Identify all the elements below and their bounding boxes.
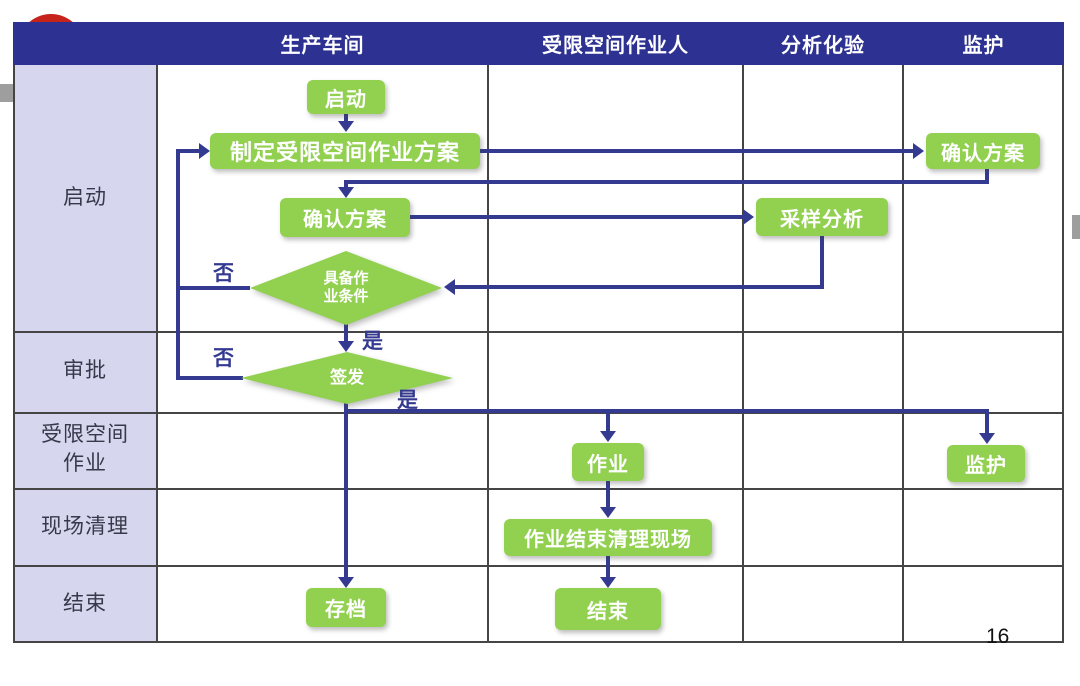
connector-yes-to-work: [606, 409, 610, 432]
connector-condition-sign: [344, 324, 348, 342]
arrowhead: [600, 431, 616, 442]
connector-sign-yes-horizontal: [346, 409, 989, 413]
arrowhead: [199, 143, 210, 159]
phase-label-approval: 审批: [63, 358, 107, 382]
right-edge-tab: [1072, 215, 1080, 239]
grid-row-2: [13, 412, 1064, 414]
decision-condition-check: 具备作 业条件: [250, 251, 442, 325]
arrowhead: [743, 209, 754, 225]
flow-node-work: 作业: [572, 443, 644, 481]
decision-sign-off: 签发: [241, 352, 453, 404]
connector-sampling-condition: [455, 285, 824, 289]
decision-condition-label: 具备作 业条件: [323, 270, 369, 305]
flow-node-end: 结束: [555, 588, 661, 630]
grid-col-1: [156, 65, 158, 643]
connector-confirmworkshop-sampling: [410, 215, 743, 219]
branch-label-condition-no: 否: [213, 262, 234, 285]
diamond-shape: [241, 352, 453, 404]
phase-column: [13, 65, 157, 643]
arrowhead: [600, 507, 616, 518]
arrowhead: [338, 341, 354, 352]
connector-condition-no: [180, 286, 250, 290]
phase-label-cleanup: 现场清理: [41, 515, 129, 539]
connector-no-loop-to-plan: [180, 149, 199, 153]
column-header-worker: 受限空间作业人: [542, 35, 689, 57]
flow-node-sampling: 采样分析: [756, 198, 888, 236]
arrowhead: [913, 143, 924, 159]
column-header-analysis: 分析化验: [781, 35, 865, 57]
phase-label-work: 受限空间 作业: [41, 423, 129, 475]
grid-col-3: [742, 65, 744, 643]
phase-label-end: 结束: [63, 592, 107, 616]
flow-node-plan: 制定受限空间作业方案: [210, 133, 480, 169]
connector-cleanup-end: [606, 556, 610, 578]
connector-into-confirmworkshop: [344, 180, 348, 188]
grid-row-3: [13, 488, 1064, 490]
flow-node-archive: 存档: [306, 588, 386, 627]
connector-work-cleanup: [606, 481, 610, 509]
column-header-monitor: 监护: [962, 35, 1005, 57]
arrowhead: [600, 577, 616, 588]
connector-sign-no: [180, 376, 243, 380]
connector-sampling-down: [820, 236, 824, 289]
flow-node-confirm-monitor: 确认方案: [926, 133, 1040, 169]
connector-confirmmonitor-back: [346, 180, 989, 184]
arrowhead: [979, 433, 995, 444]
connector-plan-confirmmonitor: [480, 149, 913, 153]
connector-sign-archive: [344, 403, 348, 578]
flow-node-monitor: 监护: [947, 445, 1025, 482]
left-edge-tab: [0, 84, 14, 102]
grid-row-1: [13, 331, 1064, 333]
column-header-workshop: 生产车间: [280, 35, 365, 57]
table-border-bottom: [13, 641, 1064, 643]
connector-confirmmonitor-down: [985, 167, 989, 184]
flow-node-confirm-workshop: 确认方案: [280, 198, 410, 237]
branch-label-sign-yes: 是: [397, 389, 418, 412]
arrowhead: [338, 187, 354, 198]
arrowhead: [444, 279, 455, 295]
decision-sign-label: 签发: [330, 367, 364, 387]
page-number: 16: [986, 625, 1010, 648]
branch-label-sign-no: 否: [213, 347, 234, 370]
table-border-left: [13, 65, 15, 643]
connector-no-loop-vertical: [176, 149, 180, 380]
diamond-shape: [250, 251, 442, 325]
flow-node-start: 启动: [307, 80, 385, 114]
arrowhead: [338, 121, 354, 132]
grid-row-4: [13, 565, 1064, 567]
arrowhead: [338, 577, 354, 588]
branch-label-condition-yes: 是: [362, 330, 383, 353]
table-border-right: [1062, 65, 1064, 643]
connector-yes-to-monitor: [985, 409, 989, 434]
header-bar: [13, 22, 1064, 65]
grid-col-4: [902, 65, 904, 643]
phase-label-start: 启动: [63, 186, 107, 210]
connector-start-plan: [344, 112, 348, 124]
grid-col-2: [487, 65, 489, 643]
flow-node-cleanup: 作业结束清理现场: [504, 519, 712, 556]
